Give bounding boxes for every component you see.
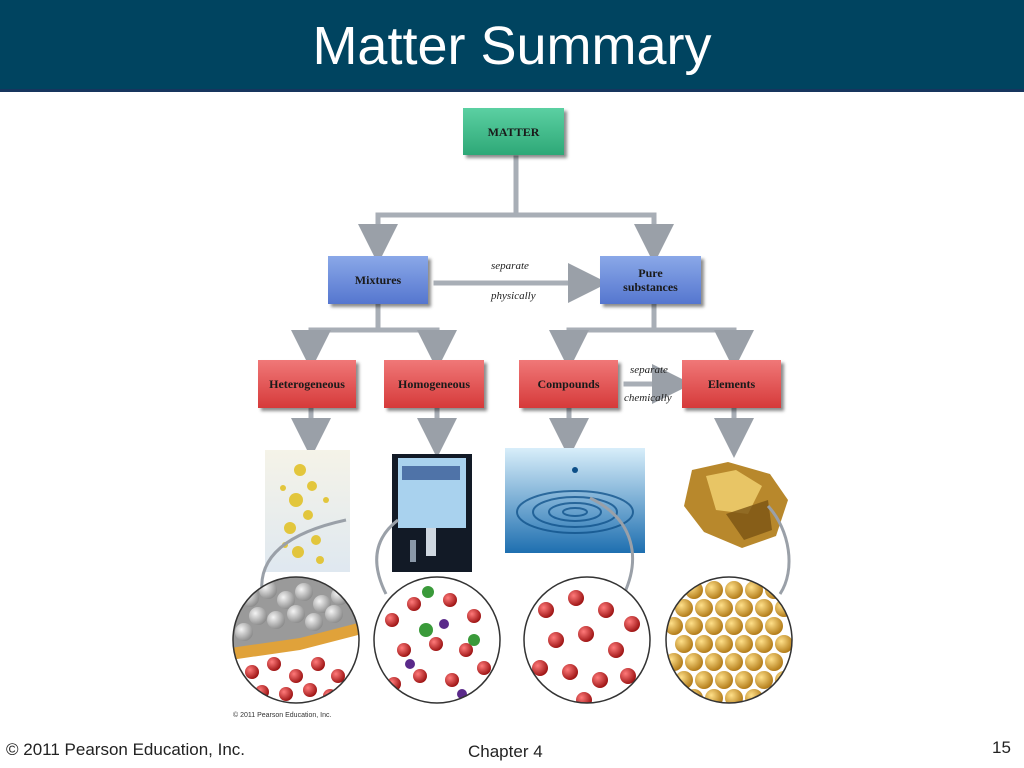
- image-credit: © 2011 Pearson Education, Inc.: [233, 712, 332, 719]
- separate-physically-top: separate: [491, 260, 529, 272]
- heterogeneous-molecular-view: [233, 577, 359, 703]
- pure-substances-label: Pure substances: [623, 266, 678, 294]
- page-number: 15: [992, 738, 1011, 757]
- title-bar: Matter Summary: [0, 0, 1024, 92]
- separate-chemically-top: separate: [630, 364, 668, 376]
- mixtures-label: Mixtures: [354, 273, 402, 287]
- heterogeneous-label: Heterogeneous: [269, 377, 345, 391]
- homogeneous-label: Homogeneous: [398, 377, 470, 391]
- heterogeneous-box: Heterogeneous: [258, 360, 356, 408]
- compounds-label: Compounds: [537, 377, 600, 391]
- homogeneous-molecular-view: [374, 577, 500, 703]
- homogeneous-box: Homogeneous: [384, 360, 484, 408]
- compounds-molecular-view: [524, 577, 650, 703]
- elements-molecular-view: [666, 577, 792, 703]
- separate-physically-bottom: physically: [491, 290, 536, 302]
- compounds-box: Compounds: [519, 360, 618, 408]
- mixtures-box: Mixtures: [328, 256, 428, 304]
- oil-water-photo: [265, 450, 350, 572]
- separate-chemically-bottom: chemically: [624, 392, 672, 404]
- water-photo: [505, 448, 645, 553]
- elements-label: Elements: [707, 377, 756, 391]
- footer-copyright: © 2011 Pearson Education, Inc.: [6, 740, 246, 759]
- matter-box: MATTER: [463, 108, 564, 155]
- gold-foil-photo: [684, 462, 788, 548]
- elements-box: Elements: [682, 360, 781, 408]
- matter-label: MATTER: [487, 124, 540, 139]
- slide-title: Matter Summary: [312, 16, 712, 76]
- pure-substances-box: Pure substances: [600, 256, 701, 304]
- iv-bag-photo: [392, 454, 472, 572]
- footer-chapter: Chapter 4: [468, 742, 543, 761]
